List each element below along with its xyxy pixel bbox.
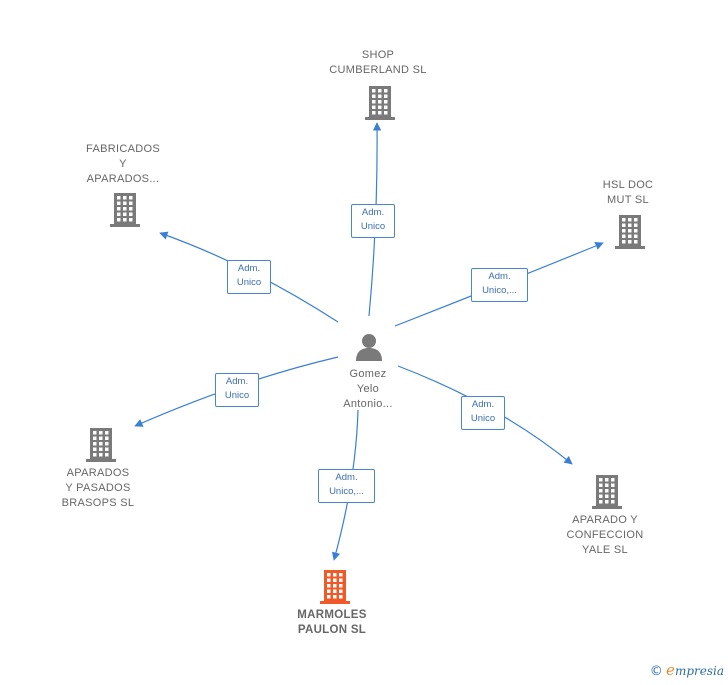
company-name[interactable]: APARADO Y CONFECCION YALE SL — [566, 514, 644, 556]
company-name[interactable]: FABRICADOS Y APARADOS... — [86, 143, 160, 185]
person-name[interactable]: Gomez Yelo Antonio... — [343, 368, 393, 410]
role-badge[interactable]: Adm. Unico,... — [318, 469, 375, 503]
role-badge[interactable]: Adm. Unico — [227, 260, 271, 294]
company-name[interactable]: APARADOS Y PASADOS BRASOPS SL — [61, 467, 135, 509]
copyright-symbol: © — [649, 664, 663, 679]
building-icon[interactable] — [615, 215, 645, 249]
company-name[interactable]: SHOP CUMBERLAND SL — [329, 49, 427, 76]
building-icon[interactable] — [592, 475, 622, 509]
company-name[interactable]: HSL DOC MUT SL — [602, 179, 654, 206]
role-badge[interactable]: Adm. Unico — [215, 373, 259, 407]
brand-name: mpresia — [674, 664, 724, 678]
role-badge[interactable]: Adm. Unico,... — [471, 268, 528, 302]
building-icon[interactable] — [110, 193, 140, 227]
building-icon[interactable] — [365, 86, 395, 120]
role-badge[interactable]: Adm. Unico — [461, 396, 505, 430]
person-icon[interactable] — [354, 333, 384, 361]
role-badge[interactable]: Adm. Unico — [351, 204, 395, 238]
brand-initial: e — [666, 661, 675, 679]
company-name[interactable]: MARMOLES PAULON SL — [297, 609, 367, 636]
footer-brand: © empresia — [650, 661, 724, 679]
building-icon[interactable] — [86, 428, 116, 462]
building-icon[interactable] — [320, 570, 350, 604]
